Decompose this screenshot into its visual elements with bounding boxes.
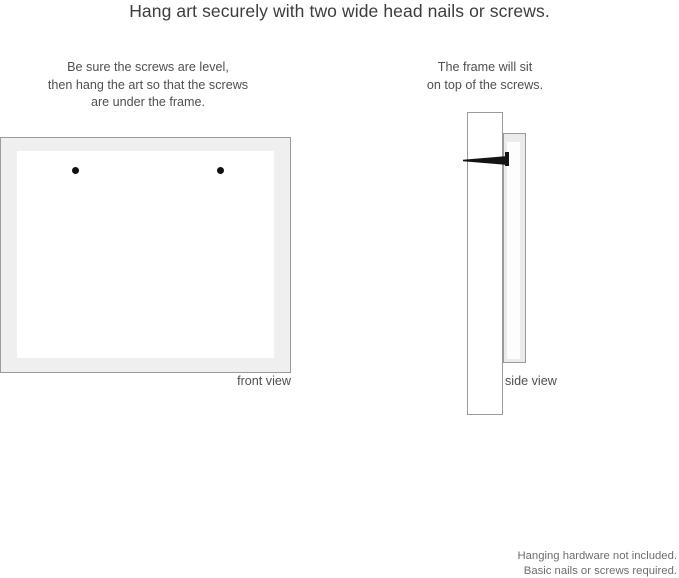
side-view-caption-line-2: on top of the screws.	[396, 77, 574, 95]
side-view-label: side view	[505, 374, 557, 388]
front-view-caption: Be sure the screws are level, then hang …	[8, 59, 288, 112]
front-view-caption-line-1: Be sure the screws are level,	[8, 59, 288, 77]
frame-side-inner-face	[507, 142, 520, 359]
front-view-diagram	[0, 137, 291, 373]
page-title: Hang art securely with two wide head nai…	[0, 0, 679, 22]
side-view-caption: The frame will sit on top of the screws.	[396, 59, 574, 94]
footer-line-2: Basic nails or screws required.	[517, 564, 677, 578]
frame-mat-area	[17, 151, 274, 358]
picture-frame-side-profile	[503, 133, 526, 363]
front-view-caption-line-2: then hang the art so that the screws	[8, 77, 288, 95]
front-view-label: front view	[0, 374, 291, 388]
footer-note: Hanging hardware not included. Basic nai…	[517, 549, 677, 578]
nail-head-icon	[505, 152, 509, 166]
front-view-caption-line-3: are under the frame.	[8, 94, 288, 112]
screw-dot-right	[217, 167, 224, 174]
picture-frame-front	[0, 137, 291, 373]
side-view-caption-line-1: The frame will sit	[396, 59, 574, 77]
screw-dot-left	[72, 167, 79, 174]
footer-line-1: Hanging hardware not included.	[517, 549, 677, 564]
